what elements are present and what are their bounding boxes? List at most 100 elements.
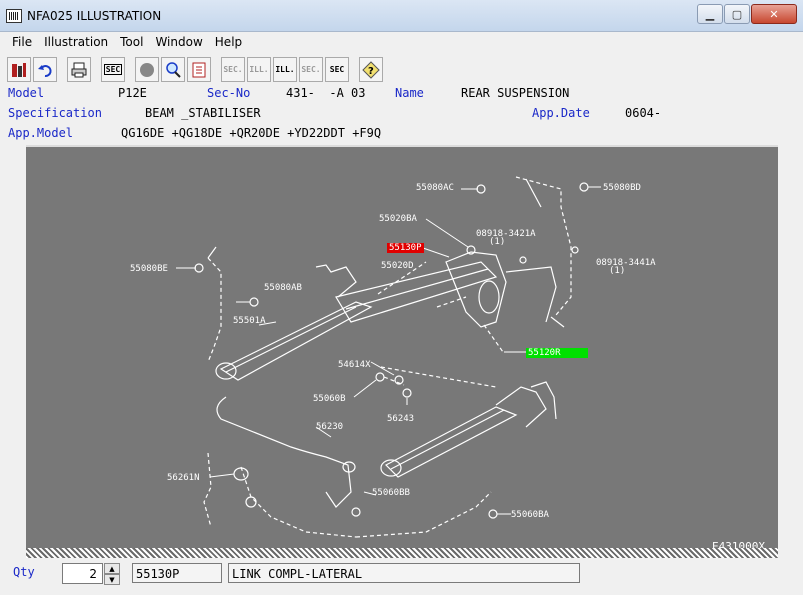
leader-54614X [380, 366, 497, 388]
help-button[interactable]: ? [359, 57, 383, 82]
bolt-line-top [525, 178, 542, 208]
close-icon: ✕ [769, 7, 779, 21]
nut-54614X [394, 375, 404, 385]
print-catalog-icon [12, 62, 26, 77]
help-icon: ? [362, 60, 380, 79]
bushing-right [380, 459, 402, 477]
qty-decrement-button[interactable]: ▼ [104, 574, 120, 585]
part-label-55080AC[interactable]: 55080AC [416, 183, 454, 193]
app-icon [6, 9, 22, 23]
part-label-56261N[interactable]: 56261N [167, 473, 200, 483]
body-outline-bottom [203, 452, 212, 528]
cross-beam [335, 261, 498, 323]
part-label-56243[interactable]: 56243 [387, 414, 414, 424]
menu-tool[interactable]: Tool [120, 35, 144, 49]
part-label-55060B[interactable]: 55060B [313, 394, 346, 404]
part-label-55080BE[interactable]: 55080BE [130, 264, 168, 274]
zoom-search-button[interactable] [161, 57, 185, 82]
stabiliser-bushing-right [342, 461, 356, 473]
part-number-field: 55130P [132, 563, 222, 583]
spec-value: BEAM _STABILISER [145, 106, 261, 120]
print-button[interactable] [67, 57, 91, 82]
part-label-55020D[interactable]: 55020D [381, 261, 414, 271]
part-label-55060BA[interactable]: 55060BA [511, 510, 550, 520]
maximize-icon: ▢ [731, 7, 743, 21]
part-label-08918-3421A[interactable]: 08918-3421A [476, 229, 536, 239]
bolt-55080BD [579, 182, 589, 192]
qty-label: Qty [13, 565, 35, 579]
bolt-55080AB [249, 297, 259, 307]
appmodel-label: App.Model [8, 126, 74, 140]
bushing-left [215, 362, 237, 380]
part-label-55130P-highlight[interactable]: 55130P [387, 243, 424, 253]
bracket-side [505, 266, 557, 323]
info-row-spec: Specification BEAM _STABILISER App.Date … [0, 104, 803, 124]
part-label-54614X[interactable]: 54614X [338, 360, 371, 370]
part-label-55060BB[interactable]: 55060BB [372, 488, 410, 498]
minimize-icon: ▁ [705, 7, 715, 21]
bracket-bolt [550, 316, 565, 328]
part-label-qty-1a: (1) [489, 237, 505, 247]
appdate-label: App.Date [532, 106, 590, 120]
book-button[interactable] [187, 57, 211, 82]
printer-icon [71, 62, 87, 77]
menu-help[interactable]: Help [214, 35, 243, 49]
body-outline-left-top [207, 246, 217, 259]
body-outline-right [515, 176, 572, 316]
prev-ill-button[interactable]: ILL. [247, 57, 271, 82]
info-row-model: Model P12E Sec-No 431- -A 03 Name REAR S… [0, 84, 803, 104]
qty-increment-button[interactable]: ▲ [104, 563, 120, 574]
sec-button[interactable]: SEC [101, 57, 125, 82]
stabiliser-bushing-left [233, 467, 249, 481]
print-catalog-button[interactable] [7, 57, 31, 82]
maximize-button[interactable]: ▢ [724, 4, 750, 24]
minimize-button[interactable]: ▁ [697, 4, 723, 24]
part-label-qty-1b: (1) [609, 266, 625, 276]
menu-illustration[interactable]: Illustration [44, 35, 109, 49]
link-bushing [478, 280, 500, 314]
bolt-55080AC [476, 184, 486, 194]
arm-left-upper [219, 301, 373, 381]
part-label-55120R-highlight[interactable]: 55120R [526, 348, 588, 358]
sec-query-button[interactable]: SEC [325, 57, 349, 82]
record-button[interactable] [135, 57, 159, 82]
part-label-55020BA[interactable]: 55020BA [379, 214, 418, 224]
prev-sec-button[interactable]: SEC. [221, 57, 245, 82]
suspension-diagram: 55080AC 55080BD 55020BA 08918-3421A (1) … [130, 176, 656, 538]
next-sec-button[interactable]: SEC. [299, 57, 323, 82]
chevron-down-icon: ▼ [109, 575, 115, 584]
status-row: Qty 2 ▲ ▼ 55130P LINK COMPL-LATERAL [0, 560, 803, 595]
right-knuckle-edge [530, 381, 557, 420]
stabiliser-outline-right [355, 491, 492, 538]
next-ill-button[interactable]: ILL. [273, 57, 297, 82]
close-button[interactable]: ✕ [751, 4, 797, 24]
part-label-55501A[interactable]: 55501A [233, 316, 266, 326]
arm-left-rib [225, 306, 357, 373]
menu-file[interactable]: File [12, 35, 33, 49]
part-name-field: LINK COMPL-LATERAL [228, 563, 580, 583]
zoom-search-icon [166, 61, 181, 78]
arm-right-lower [385, 406, 518, 478]
part-label-08918-3441A[interactable]: 08918-3441A [596, 258, 656, 268]
part-label-56230[interactable]: 56230 [316, 422, 343, 432]
chevron-up-icon: ▲ [109, 564, 115, 573]
stabiliser-outline [240, 466, 357, 538]
illustration-canvas[interactable]: 55080AC 55080BD 55020BA 08918-3421A (1) … [26, 145, 778, 558]
undo-button[interactable] [33, 57, 57, 82]
svg-text:?: ? [368, 66, 374, 77]
leader-55020D [377, 261, 427, 295]
cross-beam-rib [345, 268, 489, 310]
arm-right-rib [390, 409, 505, 470]
qty-input[interactable]: 2 [62, 563, 103, 584]
secno-value: 431- -A 03 [286, 86, 366, 100]
toolbar: SEC SEC. ILL. ILL. SEC. SEC ? [0, 55, 803, 84]
part-label-55080BD[interactable]: 55080BD [603, 183, 641, 193]
menu-window[interactable]: Window [155, 35, 203, 49]
model-value: P12E [118, 86, 147, 100]
canvas-footer-pattern [26, 548, 778, 558]
record-icon [140, 62, 154, 77]
model-label: Model [8, 86, 45, 100]
stabiliser-bar [216, 396, 352, 508]
part-label-55080AB[interactable]: 55080AB [264, 283, 302, 293]
right-knuckle [495, 386, 547, 428]
